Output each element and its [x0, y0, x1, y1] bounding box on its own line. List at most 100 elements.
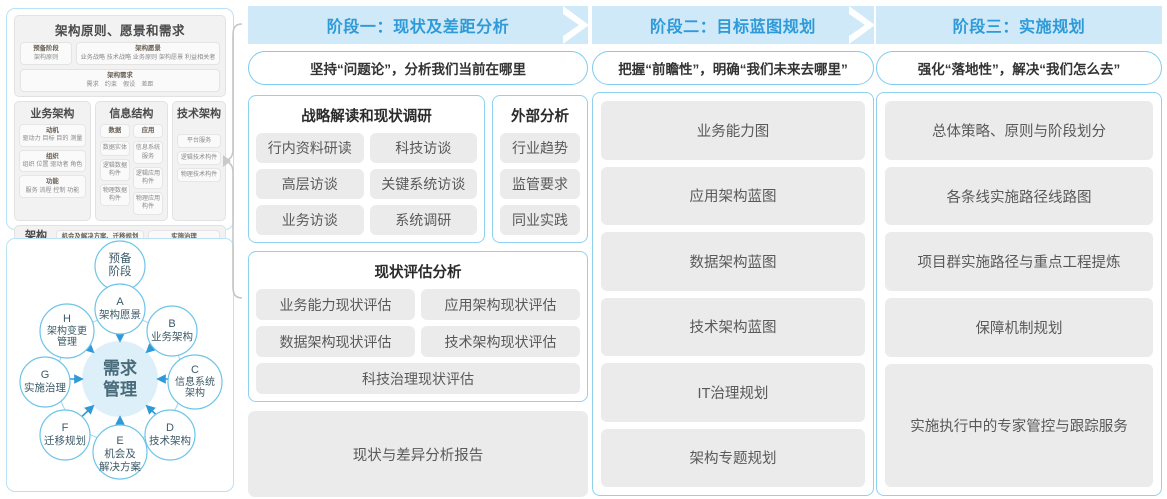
svg-text:B: B — [168, 318, 175, 330]
external-analysis-title: 外部分析 — [511, 109, 569, 125]
gap-analysis-report-tile[interactable]: 现状与差异分析报告 — [248, 411, 588, 497]
tile[interactable]: 保障机制规划 — [885, 298, 1153, 357]
svg-text:迁移规划: 迁移规划 — [44, 434, 86, 447]
framework-requirements-box: 架构需求 需求 约束 假设 差距 — [20, 68, 220, 92]
tile[interactable]: 数据架构现状评估 — [256, 326, 415, 357]
external-analysis-tiles: 行业趋势 监管要求 同业实践 — [500, 133, 580, 235]
tile[interactable]: 实施执行中的专家管控与跟踪服务 — [885, 363, 1153, 487]
strategy-research-tiles: 行内资料研读 科技访谈 高层访谈 关键系统访谈 业务访谈 系统调研 — [256, 133, 477, 235]
framework-item: 平台服务 — [177, 133, 221, 148]
framework-technology-architecture: 技术架构 平台服务 逻辑技术构件 物理技术构件 — [172, 100, 226, 221]
tile[interactable]: 技术架构现状评估 — [421, 326, 580, 357]
framework-item: 数据实体 — [99, 141, 130, 156]
tile[interactable]: 应用架构现状评估 — [421, 289, 580, 320]
cycle-center-line1: 需求 — [103, 358, 137, 378]
framework-preliminary-box: 预备阶段 架构原则 — [20, 42, 72, 65]
requirements-sub: 需求 约束 假设 差距 — [86, 80, 154, 88]
tile[interactable]: 项目群实施路径与重点工程提炼 — [885, 232, 1153, 292]
adm-cycle-svg: 需求 管理 预备 阶段 — [19, 240, 223, 480]
framework-item: 逻辑技术构件 — [177, 150, 221, 166]
cycle-center-line2: 管理 — [103, 379, 137, 399]
framework-item: 逻辑应用构件 — [132, 166, 164, 190]
togaf-framework-card: 架构原则、愿景和需求 预备阶段 架构原则 架构愿景 业务战略 技术战略 业务原则… — [6, 8, 234, 260]
external-analysis-panel: 外部分析 行业趋势 监管要求 同业实践 — [492, 95, 588, 243]
left-column: 架构原则、愿景和需求 预备阶段 架构原则 架构愿景 业务战略 技术战略 业务原则… — [6, 8, 234, 492]
tile[interactable]: 总体策略、原则与阶段划分 — [885, 101, 1153, 160]
cycle-preliminary-line1: 预备 — [109, 251, 132, 265]
framework-block: 组织 组织 位置 驱动者 角色 — [19, 149, 86, 173]
connector-brace — [222, 23, 243, 299]
phase-1-column: 阶段一：现状及差距分析 坚持“问题论”，分析我们当前在哪里 战略解读和现状调研 … — [248, 0, 589, 499]
tile[interactable]: 关键系统访谈 — [369, 169, 477, 199]
tile-full-width[interactable]: 科技治理现状评估 — [256, 363, 580, 394]
tile[interactable]: 架构专题规划 — [601, 428, 865, 487]
strategy-research-panel: 战略解读和现状调研 行内资料研读 科技访谈 高层访谈 关键系统访谈 业务访谈 系… — [248, 95, 485, 243]
banner-notch-icon — [875, 6, 901, 44]
svg-text:E: E — [116, 435, 123, 447]
phase-2-column: 阶段二：目标蓝图规划 把握“前瞻性”，明确“我们未来去哪里” 业务能力图 应用架… — [591, 0, 875, 499]
tile[interactable]: 应用架构蓝图 — [601, 166, 865, 225]
assessment-tiles: 业务能力现状评估 应用架构现状评估 数据架构现状评估 技术架构现状评估 — [256, 289, 580, 357]
svg-text:D: D — [166, 422, 174, 434]
tile[interactable]: 业务访谈 — [256, 205, 364, 235]
svg-text:实施治理: 实施治理 — [24, 381, 66, 394]
svg-text:G: G — [41, 369, 50, 381]
framework-block: 功能 服务 流程 控制 功能 — [19, 175, 86, 199]
phase-3-banner-label: 阶段三：实施规划 — [952, 19, 1086, 36]
framework-information-structure: 信息结构 数据 数据实体 逻辑数据构件 — [94, 100, 168, 221]
svg-text:管理: 管理 — [57, 335, 77, 348]
tile[interactable]: 科技访谈 — [369, 133, 477, 163]
framework-middle-row: 业务架构 动机 驱动力 目标 目的 测量 组织 组织 位置 驱动者 角色 功能 — [14, 100, 226, 221]
phase-1-banner-label: 阶段一：现状及差距分析 — [326, 19, 510, 36]
svg-text:技术架构: 技术架构 — [149, 434, 191, 447]
svg-text:H: H — [63, 313, 71, 325]
phase-3-column: 阶段三：实施规划 强化“落地性”，解决“我们怎么去” 总体策略、原则与阶段划分 … — [876, 0, 1162, 499]
information-structure-head: 信息结构 — [109, 107, 154, 120]
svg-text:机会及: 机会及 — [104, 447, 136, 460]
framework-vision-box: 架构愿景 业务战略 技术战略 业务原则 架构愿景 利益相关者 — [76, 42, 220, 65]
framework-business-architecture: 业务架构 动机 驱动力 目标 目的 测量 组织 组织 位置 驱动者 角色 功能 — [14, 100, 91, 221]
phase-1-top-row: 战略解读和现状调研 行内资料研读 科技访谈 高层访谈 关键系统访谈 业务访谈 系… — [248, 95, 588, 243]
svg-text:架构愿景: 架构愿景 — [99, 308, 141, 321]
phase-2-subtitle: 把握“前瞻性”，明确“我们未来去哪里” — [592, 51, 874, 85]
requirements-title: 架构需求 — [107, 71, 133, 79]
phase-3-subtitle: 强化“落地性”，解决“我们怎么去” — [876, 51, 1162, 85]
svg-text:A: A — [116, 296, 124, 308]
framework-block: 动机 驱动力 目标 目的 测量 — [19, 123, 86, 147]
tile[interactable]: IT治理规划 — [601, 363, 865, 422]
svg-text:架构: 架构 — [185, 386, 205, 399]
framework-item: 物理技术构件 — [177, 168, 221, 183]
tile[interactable]: 技术架构蓝图 — [601, 297, 865, 356]
tile[interactable]: 业务能力现状评估 — [256, 289, 415, 320]
adm-cycle-card: 需求 管理 预备 阶段 — [6, 238, 234, 492]
cycle-preliminary-line2: 阶段 — [109, 264, 132, 278]
banner-notch-icon — [591, 6, 617, 44]
svg-text:F: F — [62, 422, 69, 434]
phase-2-tiles: 业务能力图 应用架构蓝图 数据架构蓝图 技术架构蓝图 IT治理规划 架构专题规划 — [592, 92, 874, 496]
tile[interactable]: 业务能力图 — [601, 101, 865, 160]
svg-text:信息系统: 信息系统 — [175, 375, 215, 388]
assessment-title: 现状评估分析 — [374, 265, 462, 281]
svg-text:C: C — [191, 364, 199, 376]
svg-text:解决方案: 解决方案 — [99, 460, 141, 473]
tile[interactable]: 高层访谈 — [256, 169, 364, 199]
phase-3-banner: 阶段三：实施规划 — [876, 6, 1162, 44]
technology-architecture-head: 技术架构 — [177, 107, 221, 120]
tile[interactable]: 数据架构蓝图 — [601, 232, 865, 291]
preliminary-title: 预备阶段 — [33, 45, 59, 52]
phase-2-banner-label: 阶段二：目标蓝图规划 — [649, 19, 816, 36]
tile[interactable]: 各条线实施路径线路图 — [885, 166, 1153, 226]
current-state-assessment-panel: 现状评估分析 业务能力现状评估 应用架构现状评估 数据架构现状评估 技术架构现状… — [248, 251, 588, 402]
tile[interactable]: 同业实践 — [500, 205, 580, 235]
tile[interactable]: 系统调研 — [369, 205, 477, 235]
tile[interactable]: 行内资料研读 — [256, 133, 364, 163]
banner-arrow-icon — [563, 6, 589, 44]
phase-1-subtitle: 坚持“问题论”，分析我们当前在哪里 — [248, 51, 588, 85]
tile[interactable]: 监管要求 — [500, 169, 580, 199]
business-architecture-head: 业务架构 — [30, 107, 75, 120]
strategy-research-title: 战略解读和现状调研 — [301, 109, 432, 125]
framework-item: 物理数据构件 — [99, 184, 130, 207]
tile[interactable]: 行业趋势 — [500, 133, 580, 163]
preliminary-sub: 架构原则 — [33, 53, 59, 61]
